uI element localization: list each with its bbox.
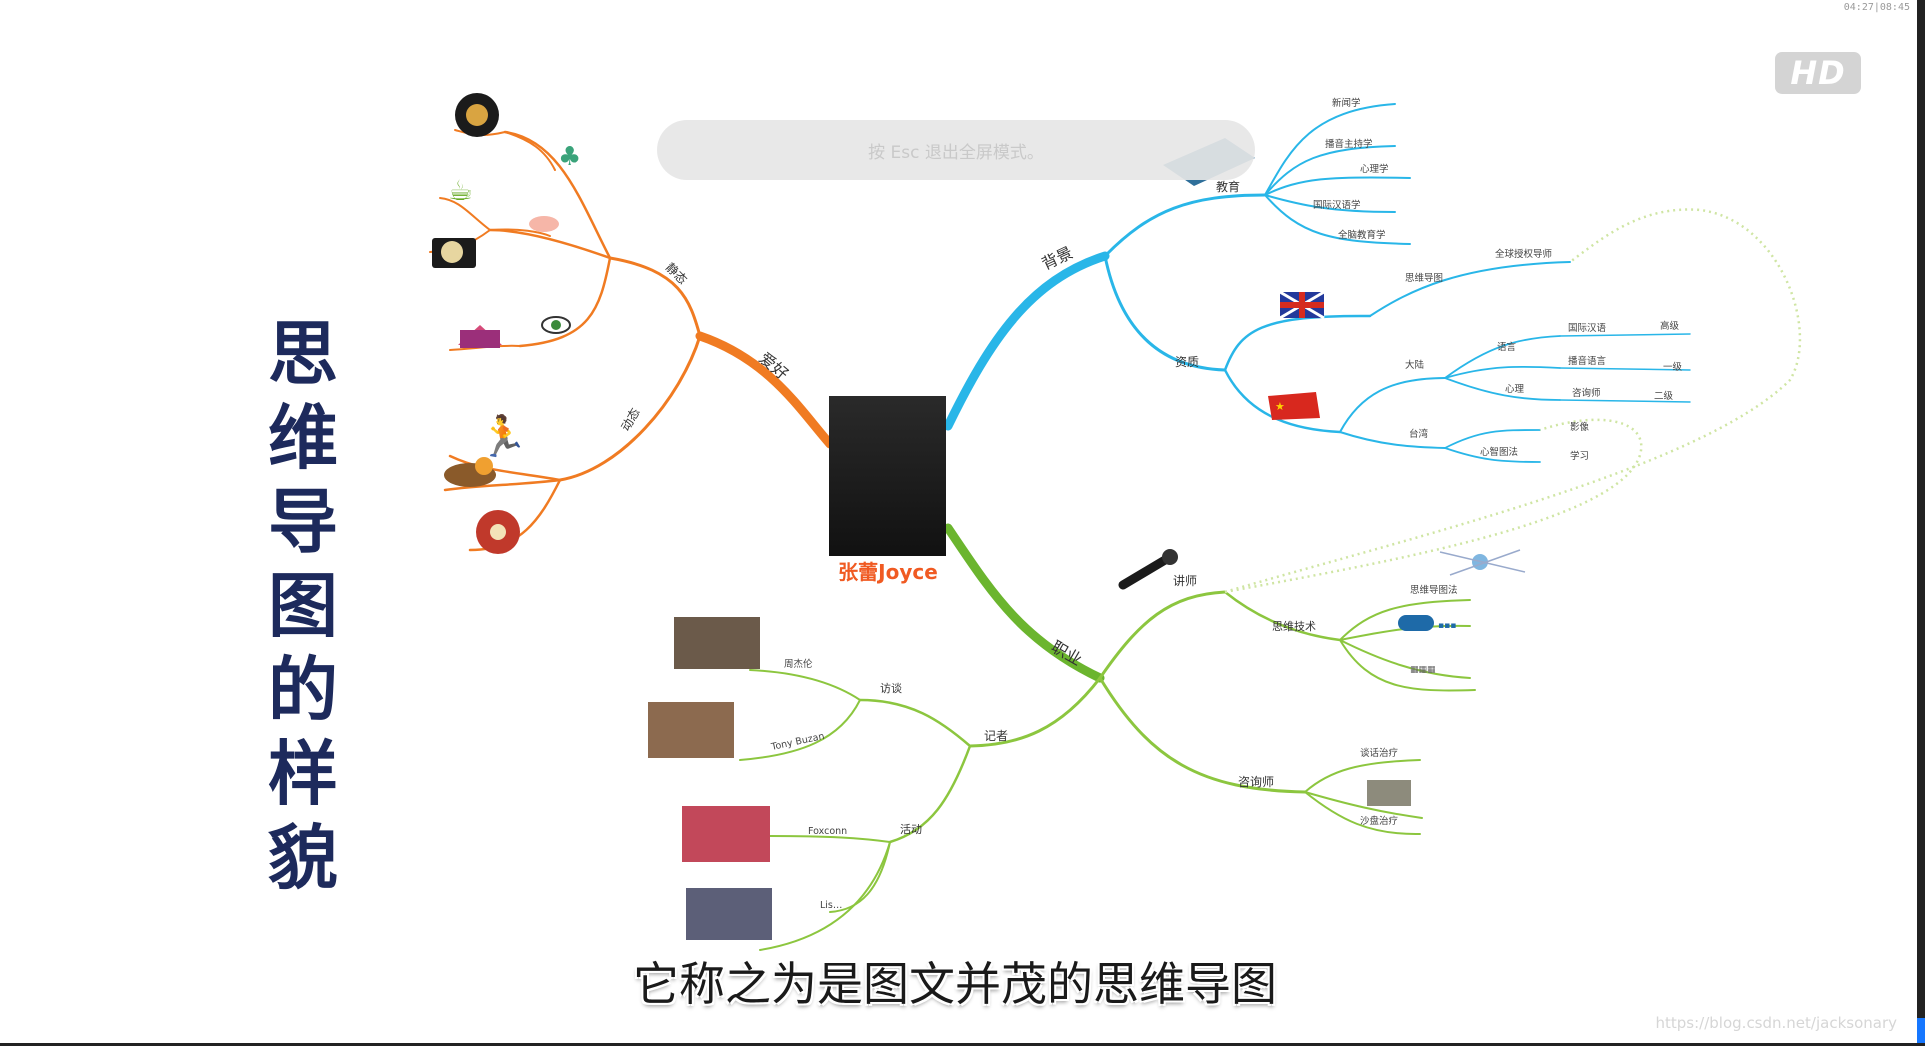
- sandtray-photo: [1367, 780, 1411, 806]
- background-branch: [943, 103, 1691, 463]
- label-education: 教育: [1216, 179, 1240, 194]
- res-mainland: 大陆: [1405, 359, 1425, 371]
- activity-b: Lis…: [820, 900, 842, 911]
- res-lang-b: 播音语言: [1568, 355, 1607, 367]
- res-lang-a-level: 高级: [1660, 320, 1680, 332]
- progress-marker: [1917, 1018, 1925, 1046]
- center-portrait: [829, 396, 946, 556]
- qr-code-icon: ▦▦▦: [1410, 665, 1436, 675]
- fullscreen-exit-banner: 按 Esc 退出全屏模式。: [657, 120, 1255, 180]
- runner-icon: 🏃: [478, 413, 528, 460]
- res-uk: 思维导图: [1405, 272, 1443, 284]
- edu-item-3: 心理学: [1360, 163, 1389, 175]
- interview-a: 周杰伦: [784, 658, 813, 670]
- app-logo-icon: [1398, 615, 1434, 631]
- career-mindmap-method: 思维导图法: [1410, 584, 1458, 596]
- hobby-branch: [429, 129, 835, 552]
- res-taiwan-item: 心智图法: [1480, 446, 1518, 458]
- edu-item-1: 新闻学: [1332, 97, 1361, 109]
- activity-a: Foxconn: [808, 826, 847, 837]
- background-icons: ★: [1163, 138, 1325, 420]
- center-name: 张蕾Joyce: [838, 560, 938, 584]
- label-hobby-static: 静态: [663, 260, 690, 287]
- svg-text:▪▪▪: ▪▪▪: [1438, 621, 1456, 631]
- career-icons: ▪▪▪ ▦▦▦: [648, 549, 1526, 940]
- plant-icon: ♣: [558, 142, 581, 172]
- label-journalist: 记者: [984, 729, 1008, 743]
- res-taiwan: 台湾: [1409, 428, 1429, 440]
- csdn-watermark: https://blog.csdn.net/jacksonary: [1655, 1014, 1897, 1032]
- res-taiwan-sub-b: 学习: [1570, 450, 1589, 462]
- video-subtitle: 它称之为是图文并茂的思维导图: [633, 957, 1277, 1011]
- counselor-talk: 谈话治疗: [1360, 747, 1399, 759]
- res-lang-b-level: 一级: [1663, 361, 1683, 373]
- esc-banner-text: 按 Esc 退出全屏模式。: [868, 142, 1044, 163]
- tea-cup-icon: ☕: [448, 174, 473, 207]
- counselor-sandtray: 沙盘治疗: [1360, 815, 1399, 827]
- res-mainland-lang: 语言: [1497, 341, 1517, 353]
- svg-text:★: ★: [1275, 400, 1285, 413]
- label-resources: 资质: [1175, 355, 1199, 369]
- career-branch: [739, 523, 1476, 951]
- label-interview: 访谈: [880, 682, 902, 695]
- res-psy-a-level: 二级: [1654, 390, 1674, 402]
- dotted-links: [1224, 208, 1802, 594]
- interview-photo-2: [648, 702, 734, 758]
- label-activity: 活动: [900, 823, 922, 836]
- edu-item-2: 播音主持学: [1325, 138, 1373, 150]
- vertical-title: 思维导图的样貌: [268, 313, 338, 899]
- hobby-icons: ♣ ☕ 🏃: [432, 93, 581, 554]
- mindmap-thumbnail-icon: [1439, 549, 1526, 576]
- res-mainland-psy: 心理: [1505, 384, 1525, 395]
- label-counselor: 咨询师: [1238, 774, 1274, 789]
- china-flag-icon: [1268, 392, 1320, 420]
- label-mindmap-tech: 思维技术: [1272, 620, 1316, 633]
- res-psy-a: 咨询师: [1572, 387, 1601, 399]
- label-hobby: 爱好: [755, 349, 792, 384]
- interview-photo-1: [674, 617, 760, 669]
- activity-photo-2: [686, 888, 772, 940]
- microphone-icon: [1118, 555, 1170, 590]
- playback-time: 04:27|08:45: [1843, 2, 1910, 13]
- activity-photo-1: [682, 806, 770, 862]
- res-taiwan-sub-a: 影像: [1570, 421, 1590, 433]
- lips-icon: [529, 216, 559, 232]
- res-uk-sub: 全球授权导师: [1495, 248, 1552, 260]
- label-hobby-active: 动态: [618, 406, 642, 434]
- edu-item-4: 国际汉语学: [1313, 199, 1361, 211]
- res-lang-a: 国际汉语: [1568, 323, 1607, 334]
- right-edge-bar: [1917, 0, 1925, 1046]
- hd-quality-button[interactable]: HD: [1775, 52, 1861, 94]
- hd-label: HD: [1790, 54, 1846, 92]
- edu-item-5: 全脑教育学: [1338, 229, 1386, 241]
- bottom-edge-bar: [0, 1043, 1925, 1046]
- label-lecturer: 讲师: [1173, 573, 1197, 588]
